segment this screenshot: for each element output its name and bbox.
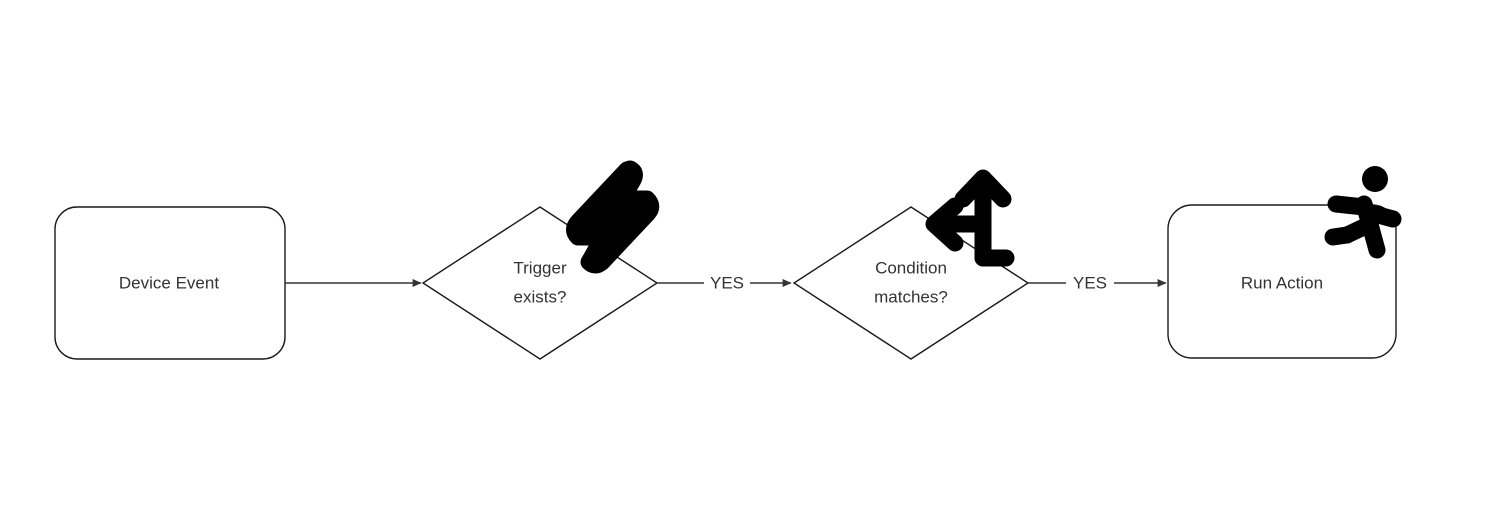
device-event-label: Device Event <box>119 273 219 292</box>
run-action-label: Run Action <box>1241 273 1323 292</box>
branch-arrow-head-up <box>954 169 1012 208</box>
running-person-arm-front <box>1362 204 1402 228</box>
trigger-exists-label-line1: Trigger <box>513 258 567 277</box>
condition-matches-shape[interactable] <box>792 206 1030 360</box>
edge-label-yes-2: YES <box>1073 273 1107 292</box>
branch-arrow-head-left <box>925 197 964 252</box>
node-run-action[interactable]: Run Action <box>1167 166 1402 359</box>
running-person-head <box>1362 166 1388 192</box>
running-person-foot <box>1324 226 1356 246</box>
branch-arrow-icon <box>925 169 1015 267</box>
edge-label-yes-1: YES <box>710 273 744 292</box>
lightning-bolt-path <box>566 160 660 274</box>
node-device-event[interactable]: Device Event <box>54 206 286 360</box>
trigger-exists-label-line2: exists? <box>514 287 567 306</box>
running-person-arm-back <box>1327 195 1373 216</box>
condition-matches-label-line1: Condition <box>875 258 947 277</box>
node-condition-matches[interactable]: Condition matches? <box>792 169 1030 360</box>
condition-matches-label-line2: matches? <box>874 287 948 306</box>
edge-trigger-to-condition: YES <box>657 273 792 292</box>
running-person-icon <box>1324 166 1402 259</box>
edge-condition-to-action: YES <box>1028 273 1167 292</box>
lightning-bolt-icon <box>566 160 660 274</box>
node-trigger-exists[interactable]: Trigger exists? <box>421 160 660 360</box>
